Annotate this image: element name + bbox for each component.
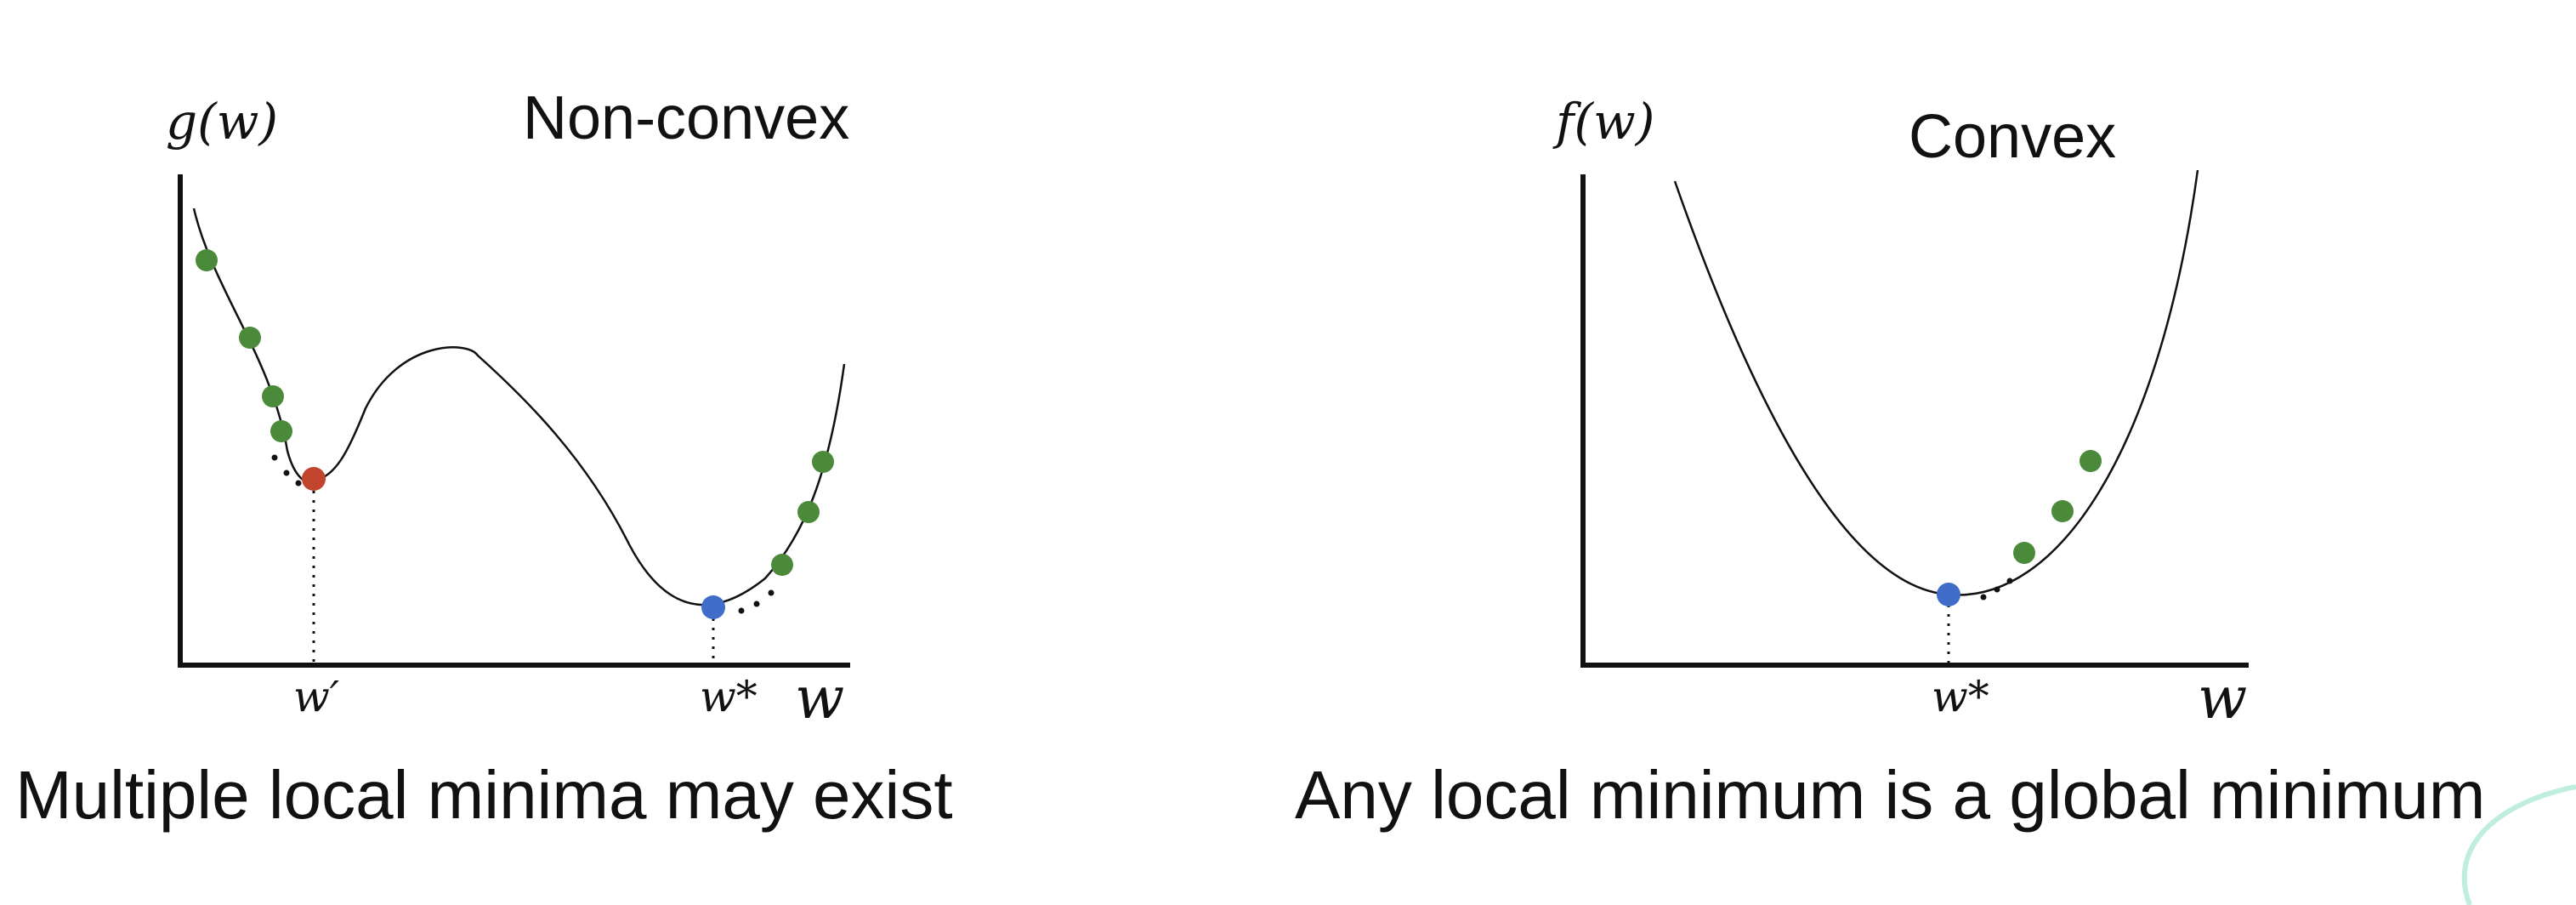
nonconvex-step-points (196, 249, 834, 576)
left-y-label: g(w) (166, 93, 278, 151)
step-point (196, 249, 218, 271)
local-min-point (302, 467, 326, 491)
convex-global-min-point (1937, 583, 1960, 606)
left-title: Non-convex (523, 84, 849, 152)
left-x-label: w (795, 665, 844, 732)
local-min-label: w′ (293, 672, 340, 721)
left-caption: Multiple local minima may exist (15, 757, 953, 833)
convex-curve (1673, 169, 2199, 596)
right-caption: Any local minimum is a global minimum (1295, 757, 2485, 833)
convex-min-label: w* (1932, 672, 1989, 721)
step-point (771, 554, 793, 576)
convex-step-points (2013, 450, 2102, 564)
step-point (797, 501, 820, 523)
convex-panel: f(w) Convex w* w Any local minimum is a … (1295, 93, 2485, 833)
step-point (239, 327, 261, 349)
nonconvex-panel: g(w) Non-convex w′ w* w Multiple local m… (15, 84, 953, 833)
right-trail-dots (1980, 578, 2013, 600)
global-min-point (701, 595, 725, 619)
global-min-label: w* (700, 672, 757, 721)
step-point (262, 385, 284, 407)
right-y-label: f(w) (1552, 93, 1654, 151)
step-point (2080, 450, 2102, 472)
step-point (812, 451, 834, 473)
left-trail-dots (271, 454, 775, 614)
step-point (270, 420, 292, 442)
nonconvex-curve (192, 208, 846, 606)
right-title: Convex (1909, 103, 2116, 171)
step-point (2013, 542, 2035, 564)
watermark-arc (2461, 784, 2576, 905)
right-x-label: w (2198, 665, 2247, 732)
step-point (2051, 500, 2074, 522)
